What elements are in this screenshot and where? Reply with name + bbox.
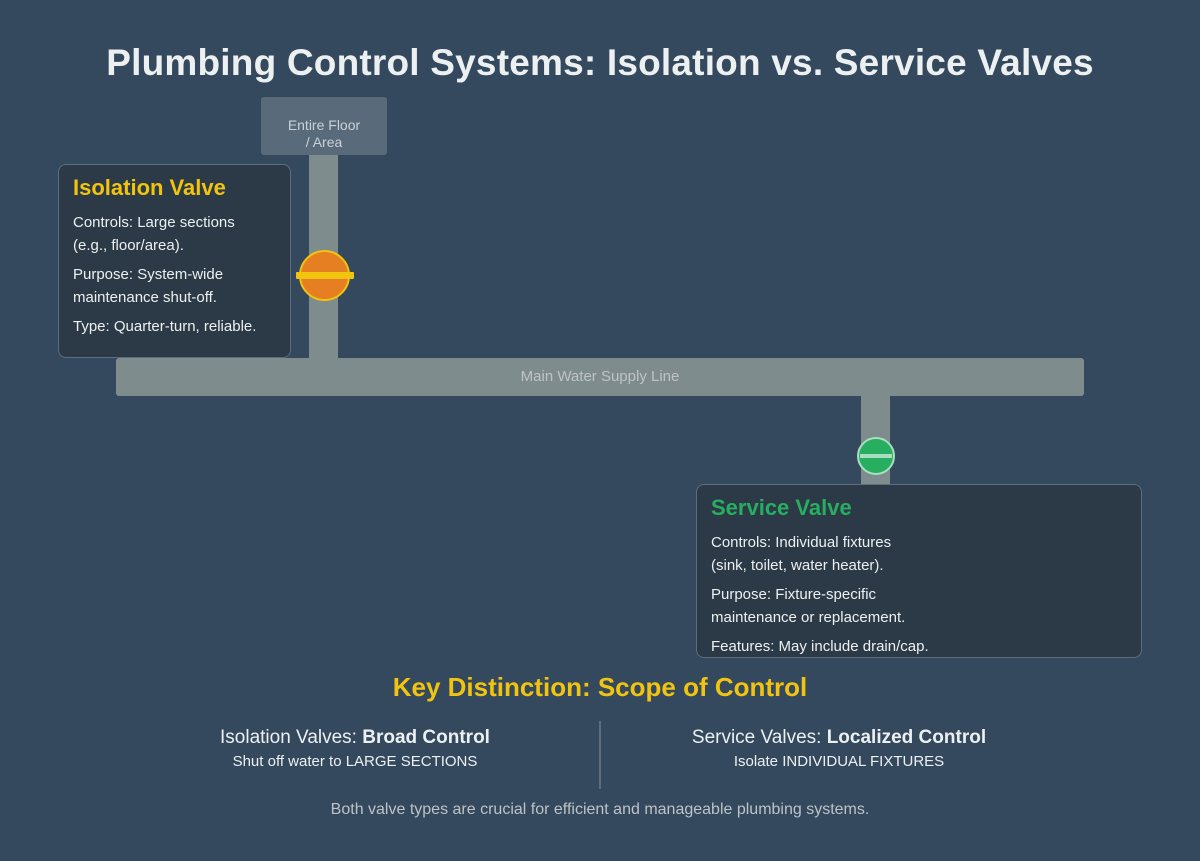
isolation-purpose-text: Purpose: System-wide maintenance shut-of… [73,263,276,309]
main-supply-pipe [116,358,1084,396]
service-purpose-line2: maintenance or replacement. [711,609,906,626]
isolation-summary-prefix: Isolation Valves: [220,727,363,748]
service-summary-bold: Localized Control [826,727,987,748]
key-distinction-title: Key Distinction: Scope of Control [392,672,808,702]
isolation-controls-line1: Controls: Large sections [73,214,235,231]
service-controls-line1: Controls: Individual fixtures [711,534,892,551]
service-card-title: Service Valve [711,495,852,520]
isolation-controls-line2: (e.g., floor/area). [73,237,184,254]
area-box-line2: / Area [305,134,343,150]
area-box-line1: Entire Floor [287,117,361,133]
isolation-valve-handle [296,272,354,279]
service-features-text: Features: May include drain/cap. [711,638,929,655]
isolation-purpose-line2: maintenance shut-off. [73,289,217,306]
service-summary: Service Valves: Localized Control Isolat… [639,727,1039,773]
area-box: Entire Floor / Area [261,97,387,155]
service-valve-card: Service Valve Controls: Individual fixtu… [696,484,1142,658]
isolation-valve-icon [296,250,354,301]
footer-note: Both valve types are crucial for efficie… [330,801,870,818]
isolation-card-title: Isolation Valve [73,175,226,200]
isolation-summary: Isolation Valves: Broad Control Shut off… [155,727,555,773]
isolation-valve-card: Isolation Valve Controls: Large sections… [58,164,291,358]
isolation-type-text: Type: Quarter-turn, reliable. [73,318,257,335]
isolation-controls-text: Controls: Large sections (e.g., floor/ar… [73,211,276,257]
summary-divider [599,721,601,789]
service-summary-prefix: Service Valves: [691,727,827,748]
page-title: Plumbing Control Systems: Isolation vs. … [106,42,1094,83]
isolation-summary-sub: Shut off water to LARGE SECTIONS [232,753,478,770]
service-purpose-line1: Purpose: Fixture-specific [711,586,877,603]
service-purpose-text: Purpose: Fixture-specific maintenance or… [711,583,1127,629]
service-valve-icon [857,437,895,475]
service-controls-line2: (sink, toilet, water heater). [711,557,884,574]
service-summary-sub: Isolate INDIVIDUAL FIXTURES [733,753,945,770]
main-line-label: Main Water Supply Line [520,368,680,385]
isolation-summary-bold: Broad Control [362,727,490,748]
service-summary-heading: Service Valves: Localized Control [639,727,1039,749]
service-controls-text: Controls: Individual fixtures (sink, toi… [711,531,1127,577]
isolation-summary-heading: Isolation Valves: Broad Control [155,727,555,749]
service-valve-handle [860,454,892,458]
isolation-purpose-line1: Purpose: System-wide [73,266,224,283]
